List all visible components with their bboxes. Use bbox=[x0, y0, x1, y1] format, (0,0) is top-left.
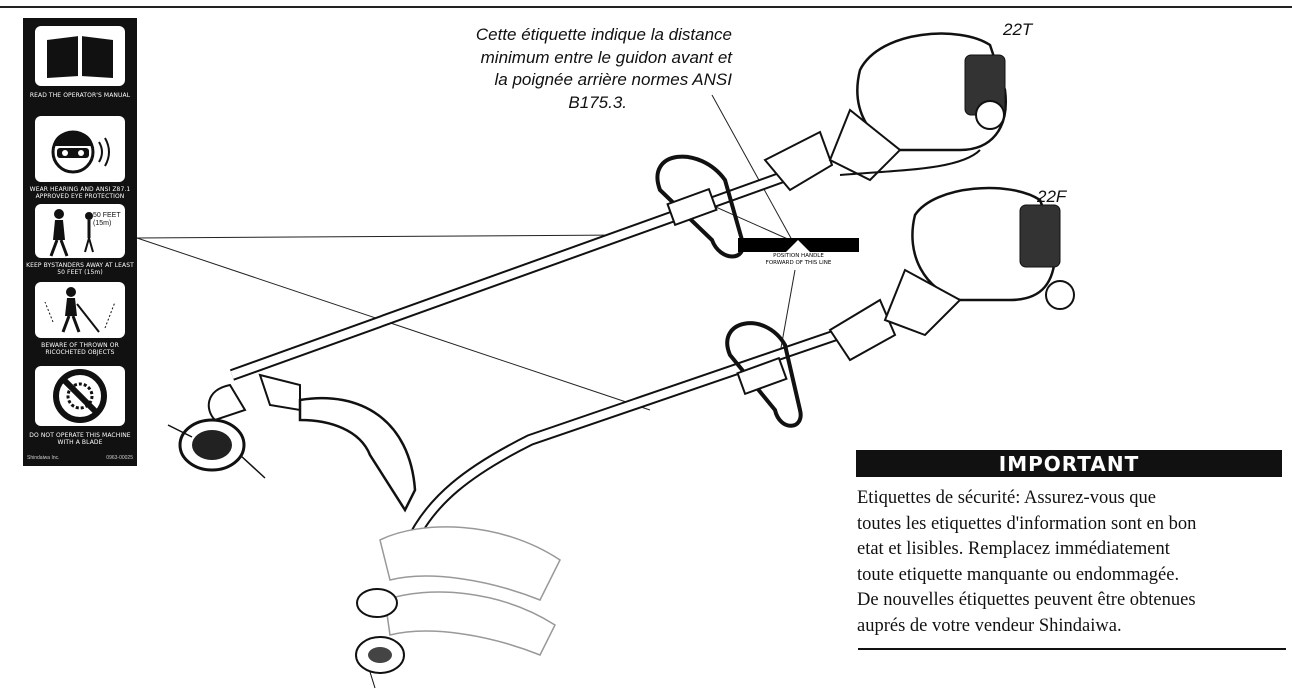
thrown-objects-icon bbox=[35, 282, 125, 338]
important-line: auprés de votre vendeur Shindaiwa. bbox=[857, 615, 1122, 636]
position-label-line: FORWARD OF THIS LINE bbox=[765, 259, 832, 266]
position-label-text: POSITION HANDLE FORWARD OF THIS LINE bbox=[738, 253, 859, 266]
position-handle-label: POSITION HANDLE FORWARD OF THIS LINE bbox=[738, 238, 859, 270]
safety-text-bystanders: KEEP BYSTANDERS AWAY AT LEAST 50 FEET (1… bbox=[26, 262, 134, 276]
model-label-22t: 22T bbox=[1003, 20, 1033, 39]
trimmer-22f bbox=[355, 186, 1075, 689]
caption-line: Cette étiquette indique la distance bbox=[475, 25, 732, 44]
important-line: toute etiquette manquante ou endommagée. bbox=[857, 564, 1180, 585]
model-label-22f: 22F bbox=[1037, 187, 1067, 206]
safety-text-thrown: BEWARE OF THROWN OR RICOCHETED OBJECTS bbox=[41, 342, 119, 356]
bottom-rule bbox=[858, 648, 1286, 650]
caption: Cette étiquette indique la distance mini… bbox=[362, 24, 732, 114]
bystander-distance-text: 50 FEET (15m) bbox=[93, 212, 121, 227]
safety-label: READ THE OPERATOR'S MANUAL WEAR HEARING … bbox=[23, 18, 137, 466]
safety-footer-right: 0963-00025 bbox=[106, 455, 133, 461]
position-label-bar bbox=[738, 238, 859, 252]
caption-line-1 bbox=[711, 94, 793, 241]
safety-footer-left: Shindaiwa Inc. bbox=[27, 455, 60, 461]
caption-line: minimum entre le guidon avant et bbox=[480, 47, 732, 67]
safety-text-manual: READ THE OPERATOR'S MANUAL bbox=[29, 92, 131, 99]
open-book-icon bbox=[35, 26, 125, 86]
callout-line-top bbox=[136, 234, 626, 239]
caption-line: la poignée arrière normes ANSI bbox=[494, 70, 733, 89]
important-line: toutes les etiquettes d'information sont… bbox=[857, 513, 1197, 534]
safety-text-blade: DO NOT OPERATE THIS MACHINE WITH A BLADE bbox=[29, 432, 131, 446]
no-blade-icon bbox=[35, 366, 125, 426]
ear-eye-protection-icon bbox=[35, 116, 125, 182]
important-line: Etiquettes de sécurité: Assurez-vous que bbox=[857, 488, 1156, 508]
trimmer-22t bbox=[167, 32, 1008, 513]
important-line: etat et lisibles. Remplacez immédiatemen… bbox=[857, 539, 1170, 559]
bystanders-distance-icon: 50 FEET (15m) bbox=[35, 204, 125, 258]
safety-text-protection: WEAR HEARING AND ANSI Z87.1 APPROVED EYE… bbox=[29, 186, 131, 200]
important-heading: IMPORTANT bbox=[856, 450, 1282, 477]
callout-line-bottom bbox=[136, 237, 651, 411]
important-text: Etiquettes de sécurité: Assurez-vous que… bbox=[857, 486, 1287, 639]
top-rule bbox=[0, 6, 1292, 8]
safety-label-footer: Shindaiwa Inc. 0963-00025 bbox=[27, 455, 133, 461]
important-line: De nouvelles étiquettes peuvent être obt… bbox=[857, 590, 1196, 610]
caption-line: B175.3. bbox=[568, 92, 627, 112]
position-label-line: POSITION HANDLE bbox=[773, 253, 824, 259]
